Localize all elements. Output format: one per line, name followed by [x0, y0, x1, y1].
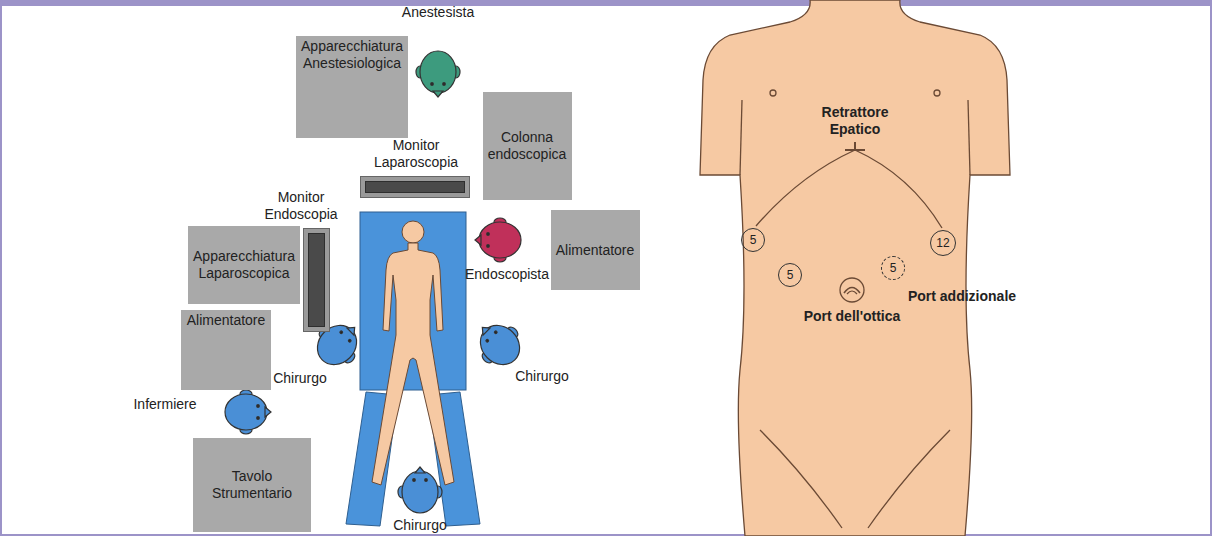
monitor-label: Monitor Endoscopia	[255, 189, 347, 223]
optic-port	[840, 278, 864, 302]
torso	[700, 0, 1010, 536]
person-label: Anestesista	[383, 4, 493, 21]
equipment-box: Colonna endoscopica	[483, 92, 572, 200]
trocar-port: 5	[778, 263, 802, 287]
equipment-box: Apparecchiatura Laparoscopica	[188, 226, 300, 304]
port-number: 12	[936, 237, 949, 250]
instrument-table: Tavolo Strumentario	[193, 438, 311, 532]
surgeon-head	[467, 312, 531, 376]
annotation-label: Port addizionale	[902, 288, 1022, 305]
box-text: Colonna endoscopica	[487, 129, 568, 163]
endoscopist-head	[475, 218, 521, 262]
liver-retractor-mark	[845, 142, 865, 150]
monitor-screen	[365, 181, 465, 193]
patient-figure	[372, 221, 454, 485]
equipment-box: Alimentatore	[181, 310, 271, 390]
trocar-port: 12	[930, 230, 956, 256]
surgeon-head	[398, 467, 442, 513]
box-text: Apparecchiatura Anestesiologica	[300, 38, 404, 72]
operating-table	[346, 212, 480, 526]
port-number: 5	[787, 269, 794, 282]
monitor-screen	[308, 233, 325, 327]
port-number: 5	[890, 262, 897, 275]
person-label: Infermiere	[125, 396, 205, 413]
person-label: Chirurgo	[507, 368, 577, 385]
box-text: Alimentatore	[556, 242, 635, 259]
monitor-label-text: Monitor Endoscopia	[255, 189, 347, 223]
annotation-label: Retrattore Epatico	[809, 104, 901, 138]
box-text: Alimentatore	[187, 312, 266, 329]
box-text: Apparecchiatura Laparoscopica	[192, 248, 296, 282]
trocar-port: 5	[881, 256, 905, 280]
monitor-bar: Monitor Endoscopia	[303, 228, 330, 332]
annotation-label: Port dell'ottica	[792, 308, 912, 325]
person-label: Endoscopista	[459, 266, 555, 283]
equipment-box: Apparecchiatura Anestesiologica	[296, 36, 408, 138]
trocar-port: 5	[741, 228, 765, 252]
port-number: 5	[750, 234, 757, 247]
monitor-label-text: Monitor Laparoscopia	[364, 137, 469, 171]
box-text: Tavolo Strumentario	[197, 468, 307, 502]
monitor-bar: Monitor Laparoscopia	[360, 176, 470, 198]
nurse-head	[225, 390, 271, 434]
anaesthetist-head	[416, 51, 460, 97]
person-label: Chirurgo	[265, 370, 335, 387]
person-label: Chirurgo	[385, 517, 455, 534]
monitor-label: Monitor Laparoscopia	[364, 137, 469, 171]
equipment-box: Alimentatore	[551, 210, 640, 290]
